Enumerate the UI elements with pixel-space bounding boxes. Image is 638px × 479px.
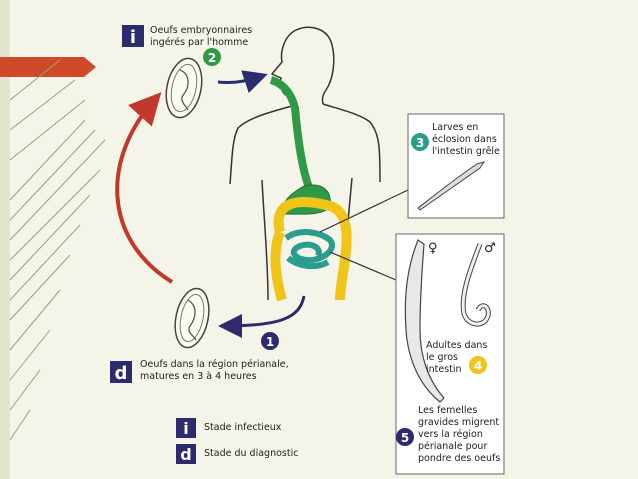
diagnostic-stage-icon: d bbox=[110, 361, 132, 384]
legend-infective-label: Stade infectieux bbox=[204, 422, 282, 433]
svg-text:5: 5 bbox=[401, 431, 409, 445]
svg-text:4: 4 bbox=[474, 359, 482, 373]
step-1-label: Oeufs dans la région périanale, matures … bbox=[140, 359, 289, 382]
step-4-label: Adultes dans le gros intestin bbox=[426, 340, 488, 375]
legend-diagnostic-icon: d bbox=[176, 444, 196, 464]
male-symbol: ♂ bbox=[484, 241, 496, 256]
leader-line-adults bbox=[329, 251, 397, 281]
arrow-perianal-to-eggs bbox=[218, 295, 306, 338]
female-symbol: ♀ bbox=[428, 241, 438, 256]
step-5-label: Les femelles gravides migrent vers la ré… bbox=[418, 405, 501, 464]
slide-decoration bbox=[0, 0, 106, 479]
arrow-cycle-red bbox=[115, 92, 174, 284]
larva-icon bbox=[417, 161, 486, 211]
svg-text:3: 3 bbox=[416, 136, 424, 150]
step-2-label: Oeufs embryonnaires ingérés par l'homme bbox=[150, 25, 253, 48]
larvae-inset-box bbox=[407, 113, 505, 219]
step-3-label: Larves en éclosion dans l'intestin grêle bbox=[432, 122, 500, 157]
svg-text:d: d bbox=[180, 445, 191, 464]
svg-text:i: i bbox=[183, 419, 188, 438]
female-worm-icon bbox=[404, 239, 445, 403]
digestive-tract bbox=[269, 76, 352, 302]
svg-text:2: 2 bbox=[208, 51, 216, 65]
step-4-badge: 4 bbox=[469, 356, 487, 374]
leader-line-larvae bbox=[319, 189, 409, 233]
step-5-badge: 5 bbox=[396, 428, 414, 446]
svg-text:1: 1 bbox=[266, 335, 274, 349]
step-2-badge: 2 bbox=[203, 48, 221, 66]
legend-infective-icon: i bbox=[176, 418, 196, 438]
legend-diagnostic-label: Stade du diagnostic bbox=[204, 448, 299, 459]
egg-perianal-icon bbox=[174, 287, 210, 349]
egg-embryonated-icon bbox=[165, 57, 203, 119]
step-1-badge: 1 bbox=[261, 332, 279, 350]
svg-text:d: d bbox=[115, 363, 128, 384]
svg-text:i: i bbox=[130, 27, 136, 48]
step-3-badge: 3 bbox=[411, 133, 429, 151]
arrow-eggs-to-mouth bbox=[217, 70, 268, 94]
infective-stage-icon: i bbox=[122, 25, 144, 48]
